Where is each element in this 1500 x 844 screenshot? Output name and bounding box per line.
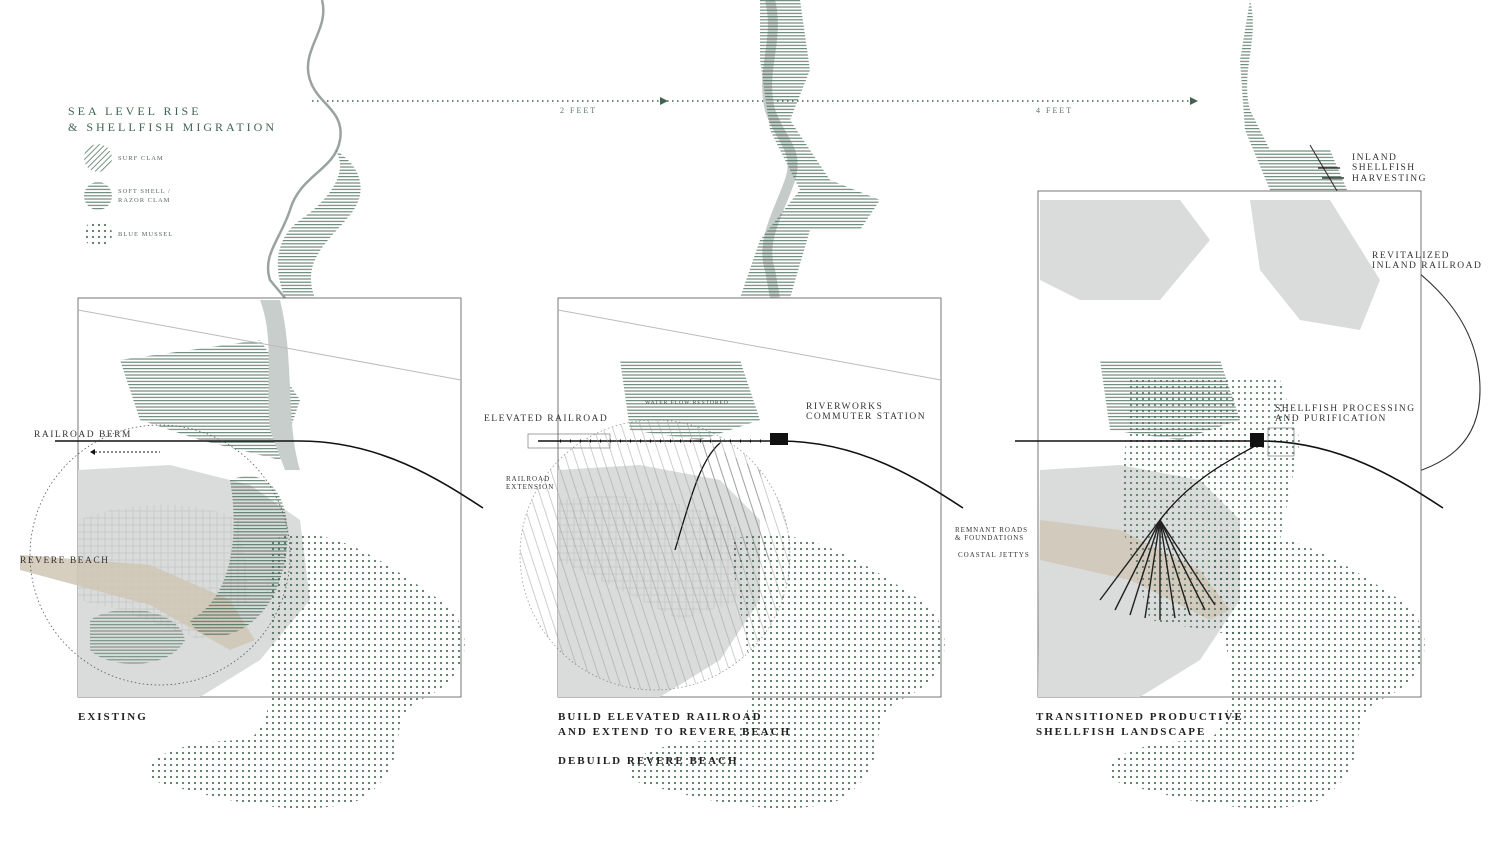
panel-transitioned-landscape: [1015, 0, 1481, 809]
shellfish-processing-label: SHELLFISH PROCESSING AND PURIFICATION: [1275, 404, 1416, 425]
elevated-railroad-line: [538, 440, 964, 509]
timeline-tick-4ft: 4 FEET: [1036, 106, 1074, 115]
revitalized-railroad-line: [1015, 440, 1444, 509]
railroad-extension-label: RAILROAD EXTENSION: [506, 475, 555, 491]
revere-beach-label: REVERE BEACH: [20, 556, 110, 566]
panel1-caption: EXISTING: [78, 711, 148, 723]
coastal-jettys-label: COASTAL JETTYS: [958, 551, 1030, 559]
panel-elevated-railroad: [519, 0, 964, 809]
water-flow-label: WATER FLOW RESTORED: [645, 400, 729, 406]
mussel-spread: [148, 534, 465, 809]
riverworks-label: RIVERWORKS COMMUTER STATION: [806, 402, 927, 423]
diagram-title: SEA LEVEL RISE & SHELLFISH MIGRATION: [68, 104, 277, 135]
legend-blue-mussel-swatch: [84, 220, 112, 248]
elevated-railroad-label: ELEVATED RAILROAD: [484, 414, 609, 424]
legend-soft-shell-label: SOFT SHELL / RAZOR CLAM: [118, 188, 171, 204]
revitalized-railroad-label: REVITALIZED INLAND RAILROAD: [1372, 251, 1483, 272]
panel3-caption: TRANSITIONED PRODUCTIVE SHELLFISH LANDSC…: [1036, 711, 1244, 738]
timeline-arrow: [312, 97, 1198, 105]
riverworks-station: [770, 433, 788, 445]
railroad-berm-label: RAILROAD BERM: [34, 430, 132, 440]
coastal-jettys: [1099, 519, 1216, 620]
legend: [84, 144, 112, 248]
panel2-caption: BUILD ELEVATED RAILROAD AND EXTEND TO RE…: [558, 711, 792, 767]
legend-soft-shell-swatch: [84, 182, 112, 210]
inland-harvesting-label: INLAND SHELLFISH HARVESTING: [1352, 153, 1427, 184]
timeline-tick-2ft: 2 FEET: [560, 106, 598, 115]
title-line-1: SEA LEVEL RISE: [68, 104, 202, 118]
legend-blue-mussel-label: BLUE MUSSEL: [118, 231, 174, 238]
remnant-roads-label: REMNANT ROADS & FOUNDATIONS: [955, 526, 1028, 542]
legend-surf-clam-swatch: [84, 144, 112, 172]
processing-facility: [1250, 433, 1264, 447]
upper-river: [266, 0, 342, 299]
railroad-berm-line: [55, 440, 484, 509]
panel-existing: [20, 0, 484, 809]
legend-surf-clam-label: SURF CLAM: [118, 155, 164, 162]
title-line-2: & SHELLFISH MIGRATION: [68, 119, 278, 134]
